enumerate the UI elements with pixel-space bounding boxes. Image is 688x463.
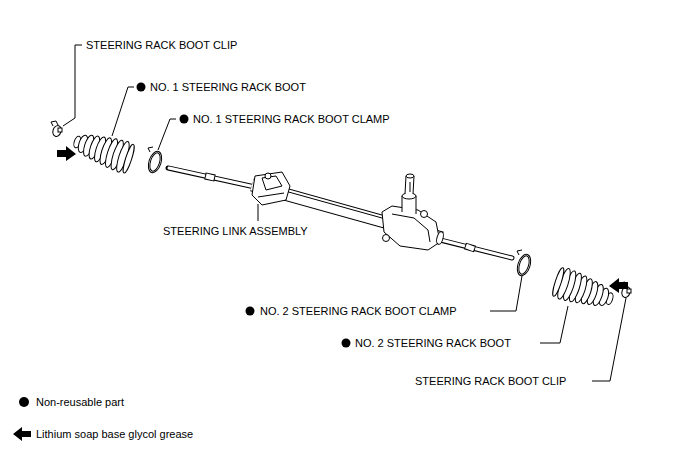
leader-line — [112, 87, 134, 136]
part-label: NO. 1 STEERING RACK BOOT — [150, 81, 306, 94]
leader-line — [63, 45, 82, 126]
legend-non-reusable-dot — [19, 397, 29, 407]
part-label: STEERING LINK ASSEMBLY — [163, 225, 308, 238]
part-label: STEERING RACK BOOT CLIP — [415, 375, 566, 388]
legend-text: Non-reusable part — [36, 396, 124, 409]
boot-clips — [51, 121, 632, 298]
boot-clamps — [146, 147, 533, 277]
leader-line — [158, 119, 176, 150]
rack-boot — [69, 126, 136, 175]
legend-text: Lithium soap base glycol grease — [36, 428, 193, 441]
leader-line — [258, 204, 259, 221]
non-reusable-dot — [342, 339, 351, 348]
leader-line — [540, 306, 568, 343]
grease-arrow — [57, 146, 76, 161]
part-label: STEERING RACK BOOT CLIP — [86, 39, 237, 52]
grease-arrows — [57, 146, 628, 293]
leader-line — [592, 298, 626, 381]
non-reusable-dot — [180, 115, 189, 124]
grease-arrow — [609, 278, 628, 293]
legend-grease-arrow — [13, 427, 31, 441]
rack-boot — [550, 266, 617, 315]
steering-link-assembly — [168, 168, 512, 258]
part-label: NO. 2 STEERING RACK BOOT — [355, 337, 511, 350]
leader-lines — [63, 45, 626, 381]
non-reusable-dot — [246, 307, 255, 316]
non-reusable-dot — [137, 83, 146, 92]
part-label: NO. 1 STEERING RACK BOOT CLAMP — [193, 113, 390, 126]
leader-line — [490, 276, 522, 311]
part-label: NO. 2 STEERING RACK BOOT CLAMP — [260, 305, 457, 318]
